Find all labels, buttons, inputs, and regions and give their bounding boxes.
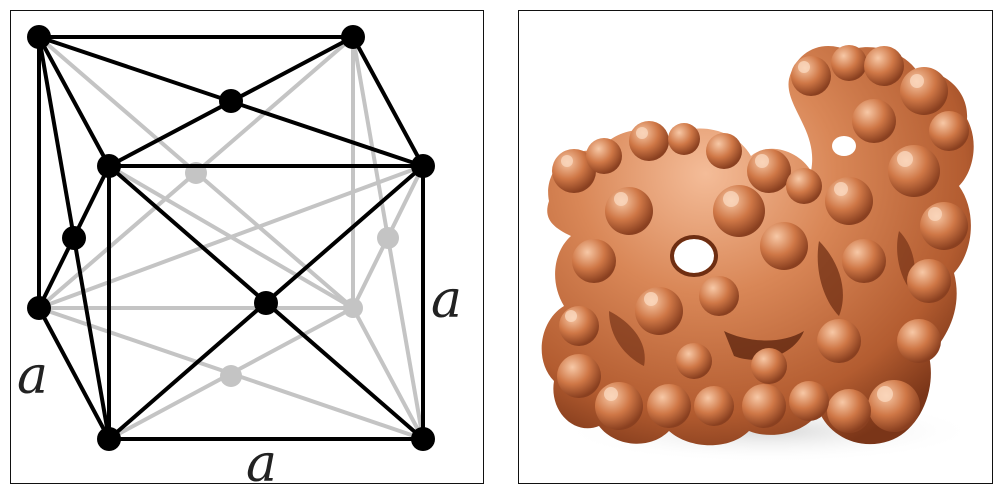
edge-label-bottom: a xyxy=(246,434,277,484)
corner-atom xyxy=(97,154,121,178)
fcc-unit-cell-diagram: a a a xyxy=(17,25,462,484)
corner-atom xyxy=(27,296,51,320)
edge-label-left: a xyxy=(17,346,48,406)
native-copper-photo-panel xyxy=(518,10,993,484)
nugget-hole xyxy=(674,239,714,273)
corner-atom xyxy=(341,25,365,49)
bottom-face-center-atom xyxy=(220,365,242,387)
top-face-center-atom xyxy=(219,89,243,113)
front-face-center-atom xyxy=(254,291,278,315)
fcc-lattice-panel: a a a xyxy=(10,10,484,484)
left-face-center-atom xyxy=(62,226,86,250)
back-corner-atom xyxy=(343,298,363,318)
corner-atom xyxy=(411,427,435,451)
right-face-center-atom xyxy=(377,227,399,249)
native-copper-nugget-image xyxy=(541,45,979,463)
copper-nugget xyxy=(541,45,974,446)
nugget-hole xyxy=(832,136,856,156)
corner-atom xyxy=(97,427,121,451)
corner-atom xyxy=(27,25,51,49)
front-lattice-atoms xyxy=(27,25,435,451)
corner-atom xyxy=(411,154,435,178)
edge-label-right: a xyxy=(431,270,462,330)
